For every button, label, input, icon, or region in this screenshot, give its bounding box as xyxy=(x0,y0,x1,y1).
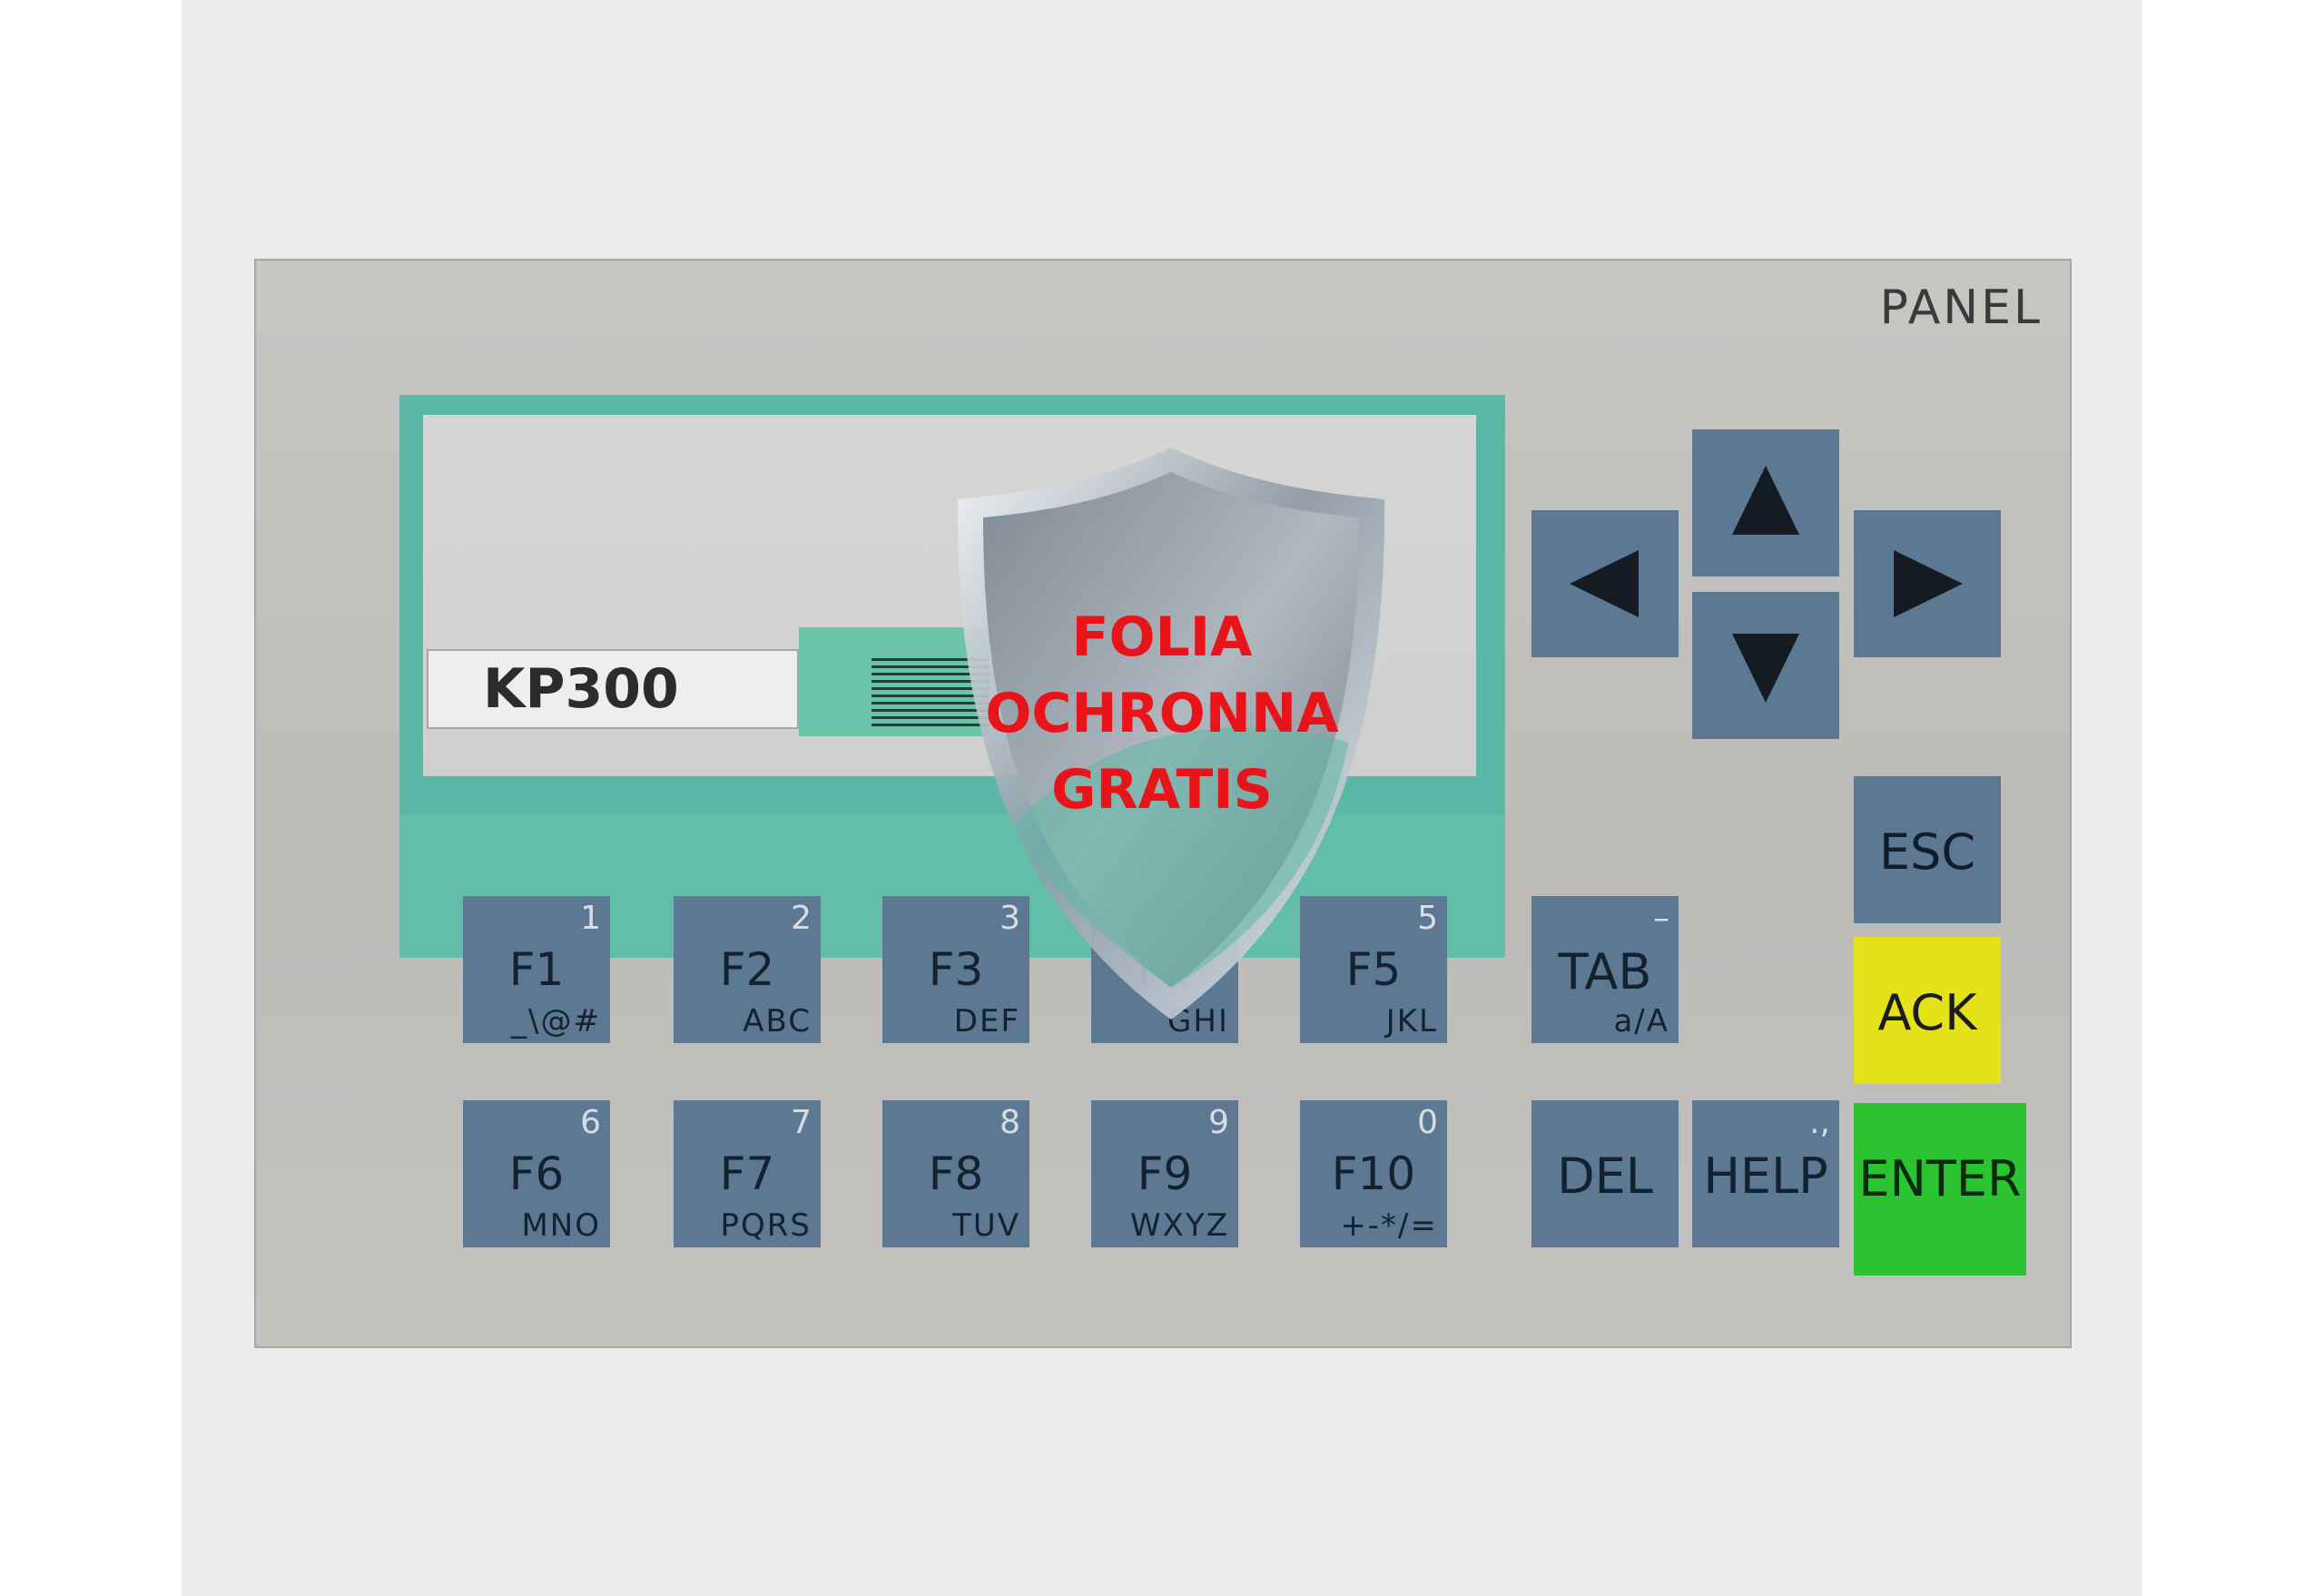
key-f3-num: 3 xyxy=(1000,900,1020,937)
key-enter[interactable]: ENTER xyxy=(1854,1103,2026,1276)
key-f2-label: F2 xyxy=(719,943,775,996)
key-tab-sub: a/A xyxy=(1613,1003,1669,1039)
key-f1-label: F1 xyxy=(508,943,565,996)
key-f1[interactable]: 1 F1 _\@# xyxy=(463,896,610,1043)
key-arrow-up[interactable] xyxy=(1692,429,1839,576)
arrow-down-icon xyxy=(1732,634,1799,703)
key-help[interactable]: ., HELP xyxy=(1692,1100,1839,1247)
key-arrow-down[interactable] xyxy=(1692,592,1839,739)
key-f7-label: F7 xyxy=(719,1148,775,1200)
arrow-up-icon xyxy=(1732,466,1799,535)
key-tab-num: – xyxy=(1653,900,1669,937)
key-f9-sub: WXYZ xyxy=(1130,1207,1229,1244)
key-f3-sub: DEF xyxy=(953,1003,1020,1039)
key-arrow-right[interactable] xyxy=(1854,510,2001,657)
key-f8-num: 8 xyxy=(1000,1104,1020,1141)
key-f9-num: 9 xyxy=(1208,1104,1229,1141)
key-f6-num: 6 xyxy=(580,1104,601,1141)
promo-line-3: GRATIS xyxy=(1051,758,1273,822)
key-f7-sub: PQRS xyxy=(720,1207,812,1244)
key-help-label: HELP xyxy=(1703,1148,1828,1205)
key-f8-sub: TUV xyxy=(952,1207,1020,1244)
key-ack[interactable]: ACK xyxy=(1854,937,2001,1084)
key-esc-label: ESC xyxy=(1878,823,1976,881)
model-label: KP300 xyxy=(427,649,799,729)
key-f3-label: F3 xyxy=(928,943,984,996)
key-f8[interactable]: 8 F8 TUV xyxy=(882,1100,1029,1247)
key-f5-label: F5 xyxy=(1345,943,1402,996)
shield-icon xyxy=(957,448,1385,1020)
key-ack-label: ACK xyxy=(1877,984,1977,1041)
arrow-left-icon xyxy=(1570,550,1639,617)
key-f9-label: F9 xyxy=(1137,1148,1193,1200)
key-f10-num: 0 xyxy=(1417,1104,1438,1141)
promo-line-1: FOLIA xyxy=(1071,606,1253,669)
key-f6-sub: MNO xyxy=(521,1207,601,1244)
key-f2[interactable]: 2 F2 ABC xyxy=(674,896,821,1043)
key-f10-sub: +-*/= xyxy=(1340,1207,1438,1244)
promo-line-2: OCHRONNA xyxy=(985,682,1339,745)
key-esc[interactable]: ESC xyxy=(1854,776,2001,923)
key-f2-num: 2 xyxy=(791,900,812,937)
key-f3[interactable]: 3 F3 DEF xyxy=(882,896,1029,1043)
key-tab-label: TAB xyxy=(1558,943,1652,1000)
key-f7[interactable]: 7 F7 PQRS xyxy=(674,1100,821,1247)
key-f1-num: 1 xyxy=(580,900,601,937)
key-f7-num: 7 xyxy=(791,1104,812,1141)
key-f9[interactable]: 9 F9 WXYZ xyxy=(1091,1100,1238,1247)
key-f8-label: F8 xyxy=(928,1148,984,1200)
key-f1-sub: _\@# xyxy=(511,1003,601,1039)
key-f5-sub: JKL xyxy=(1385,1003,1438,1039)
panel-title: PANEL xyxy=(1879,281,2043,335)
key-del-label: DEL xyxy=(1557,1148,1653,1205)
key-enter-label: ENTER xyxy=(1858,1150,2022,1207)
key-f2-sub: ABC xyxy=(743,1003,812,1039)
promo-text: FOLIA OCHRONNA GRATIS xyxy=(944,599,1380,828)
key-tab[interactable]: – TAB a/A xyxy=(1531,896,1679,1043)
key-f5[interactable]: 5 F5 JKL xyxy=(1300,896,1447,1043)
arrow-right-icon xyxy=(1894,550,1963,617)
key-f10-label: F10 xyxy=(1331,1148,1416,1200)
key-help-num: ., xyxy=(1809,1104,1830,1141)
key-f6-label: F6 xyxy=(508,1148,565,1200)
key-arrow-left[interactable] xyxy=(1531,510,1679,657)
key-f6[interactable]: 6 F6 MNO xyxy=(463,1100,610,1247)
key-f5-num: 5 xyxy=(1417,900,1438,937)
key-del[interactable]: DEL xyxy=(1531,1100,1679,1247)
key-f10[interactable]: 0 F10 +-*/= xyxy=(1300,1100,1447,1247)
